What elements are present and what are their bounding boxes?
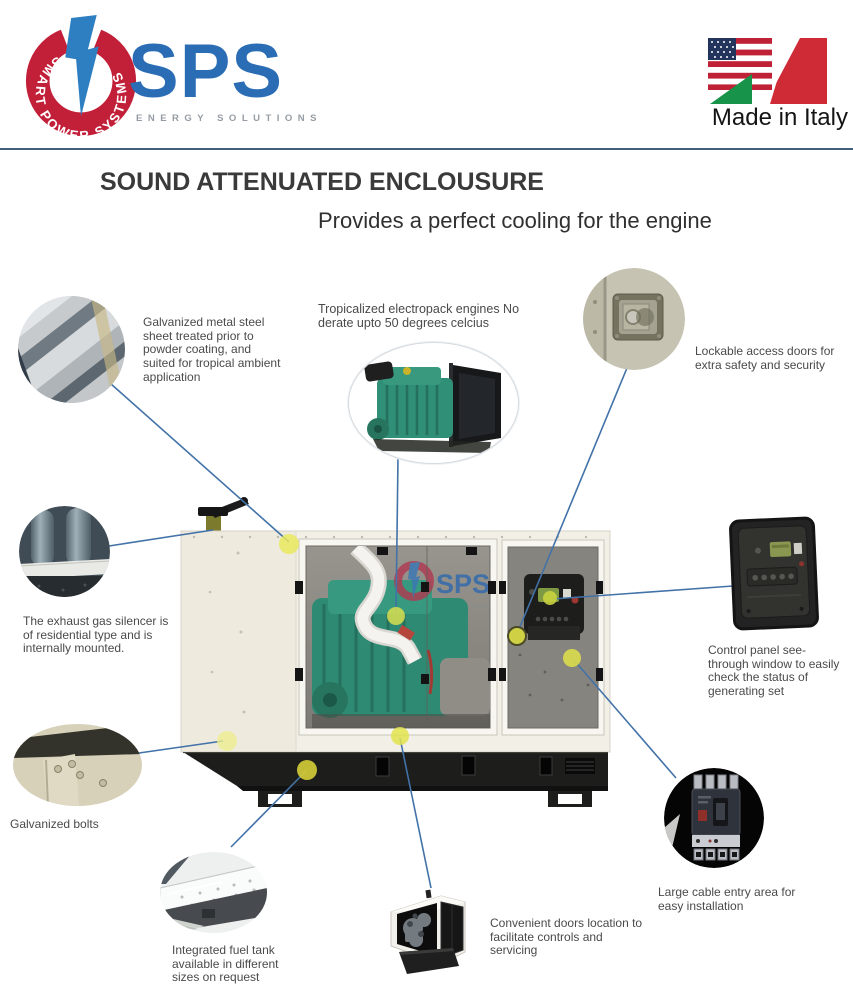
- page-subtitle: Provides a perfect cooling for the engin…: [318, 208, 712, 233]
- callout-text-fuel-tank: Integrated fuel tank available in differ…: [172, 943, 279, 985]
- us-flag-stars: [711, 41, 734, 58]
- tropicalized-engine-photo: [348, 342, 519, 464]
- brand-wordmark: SPS: [128, 29, 284, 114]
- control-panel-photo: [728, 516, 820, 631]
- side-panel-screws: [208, 551, 246, 714]
- fuel-tank-photo: [160, 852, 267, 933]
- window-brand-text: SPS: [436, 569, 490, 599]
- base-grille: [565, 758, 595, 774]
- smart-power-systems-logo: SMART POWER SYSTEMS: [25, 15, 137, 140]
- callout-text-convenient-doors: Convenient doors location to facilitate …: [490, 916, 643, 958]
- callout-text-exhaust-silencer: The exhaust gas silencer is of residenti…: [23, 614, 169, 656]
- exhaust-silencer-photo: [19, 506, 110, 597]
- base-slots: [375, 755, 553, 777]
- galvanized-sheet-photo: [18, 296, 125, 403]
- convenient-doors-photo: [390, 889, 466, 974]
- callout-text-galvanized-bolts: Galvanized bolts: [10, 817, 99, 831]
- callout-text-lockable-doors: Lockable access doors for extra safety a…: [695, 344, 835, 372]
- header-divider: [0, 148, 853, 150]
- exhaust-outlet-cap: [198, 497, 249, 534]
- callout-text-cable-entry: Large cable entry area for easy installa…: [658, 885, 796, 913]
- made-in-italy-label: Made in Italy: [711, 104, 848, 131]
- cable-entry-photo: [664, 768, 764, 868]
- brand-tagline: ENERGY SOLUTIONS: [136, 113, 323, 124]
- callout-text-control-panel: Control panel see-through window to easi…: [708, 643, 840, 699]
- page-title: SOUND ATTENUATED ENCLOUSURE: [100, 168, 544, 196]
- lockable-door-photo: [583, 268, 685, 370]
- callout-text-galvanized-sheet: Galvanized metal steel sheet treated pri…: [143, 315, 281, 384]
- generator-enclosure-image: SPS: [180, 497, 611, 807]
- engine-through-window: SPS: [312, 546, 490, 728]
- callout-text-tropicalized-engine: Tropicalized electropack engines No dera…: [318, 302, 520, 331]
- skid-feet: [258, 791, 592, 807]
- galvanized-bolts-photo: [13, 724, 142, 806]
- usa-italy-flag-icon: [708, 38, 827, 106]
- lightning-bolt-icon: [65, 15, 99, 117]
